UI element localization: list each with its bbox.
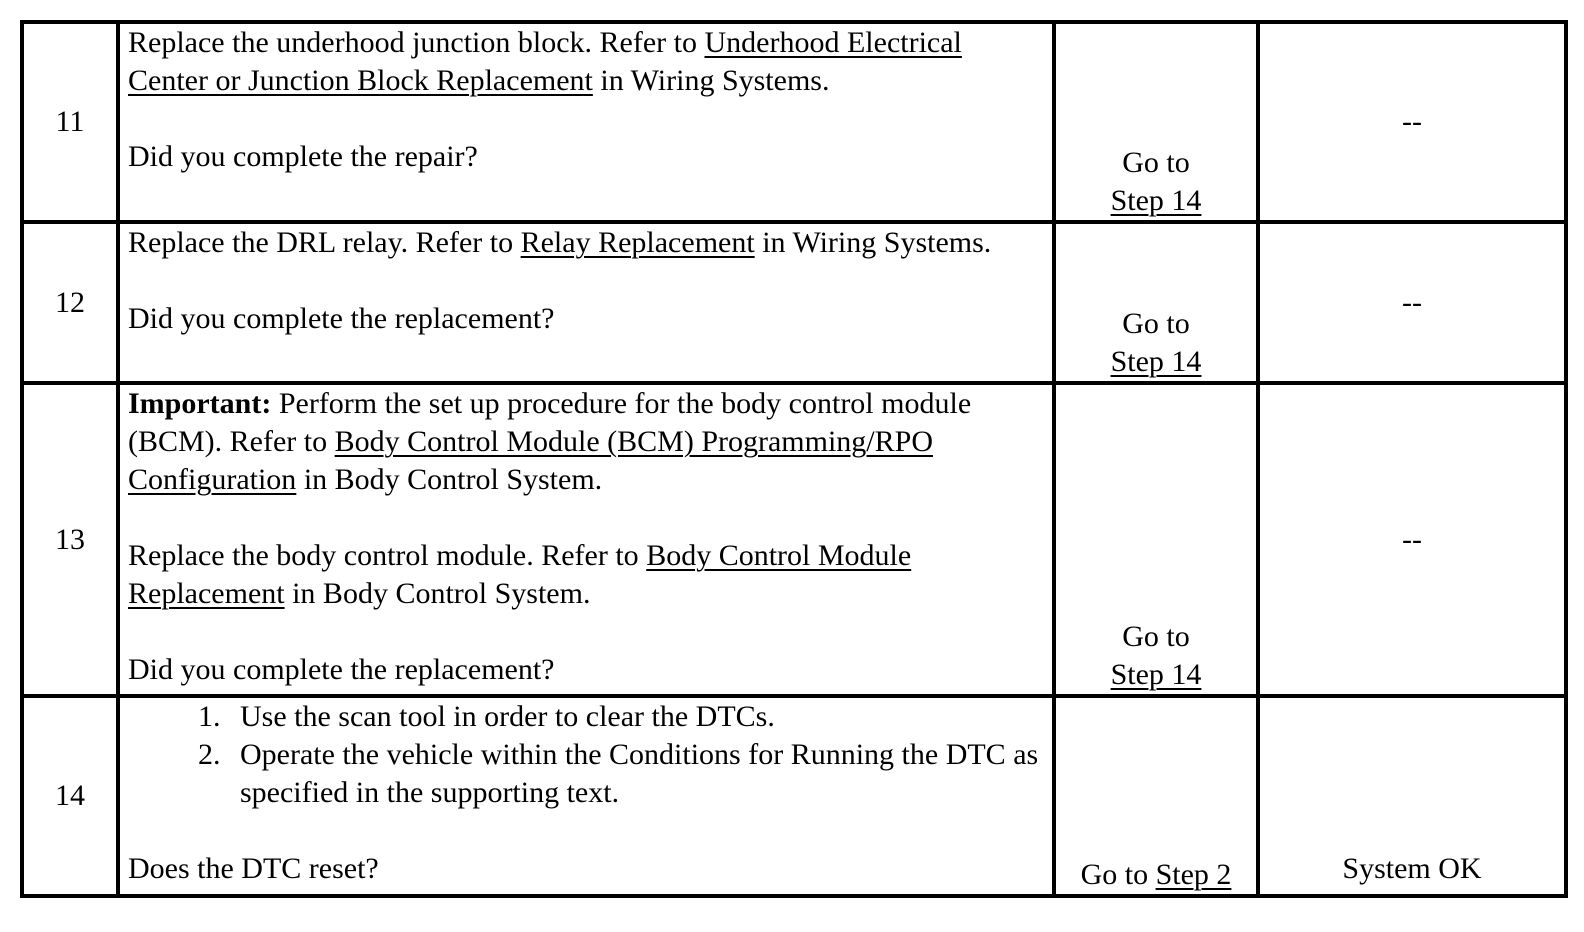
go-to-step-link[interactable]: Step 2	[1155, 858, 1232, 891]
yes-cell: Go to Step 14	[1052, 220, 1260, 385]
step-number: 12	[20, 220, 120, 385]
important-label: Important:	[128, 387, 272, 420]
step-number: 11	[20, 20, 120, 224]
underhood-junction-block-link[interactable]: Underhood Electrical Center or Junction …	[128, 26, 962, 97]
instruction-list: Use the scan tool in order to clear the …	[128, 698, 1044, 812]
action-cell: Use the scan tool in order to clear the …	[116, 694, 1056, 898]
question-text: Did you complete the repair?	[128, 140, 478, 173]
table-row: 12 Replace the DRL relay. Refer to Relay…	[20, 220, 1568, 385]
action-cell: Replace the underhood junction block. Re…	[116, 20, 1056, 224]
table-row: 11 Replace the underhood junction block.…	[20, 20, 1568, 224]
no-cell: --	[1256, 381, 1568, 698]
action-cell: Important: Perform the set up procedure …	[116, 381, 1056, 698]
action-text: Replace the underhood junction block. Re…	[128, 26, 962, 97]
action-text: Replace the DRL relay. Refer to Relay Re…	[128, 226, 992, 259]
table-row: 13 Important: Perform the set up procedu…	[20, 381, 1568, 698]
step-number: 13	[20, 381, 120, 698]
yes-cell: Go to Step 14	[1052, 20, 1260, 224]
no-cell: System OK	[1256, 694, 1568, 898]
yes-cell: Go to Step 14	[1052, 381, 1260, 698]
no-cell: --	[1256, 20, 1568, 224]
go-to-step-link[interactable]: Step 14	[1110, 658, 1202, 691]
action-text: Replace the body control module. Refer t…	[128, 539, 912, 610]
yes-cell: Go to Step 2	[1052, 694, 1260, 898]
no-cell: --	[1256, 220, 1568, 385]
list-item: Use the scan tool in order to clear the …	[228, 698, 1044, 736]
step-number: 14	[20, 694, 120, 898]
list-item: Operate the vehicle within the Condition…	[228, 736, 1044, 812]
question-text: Did you complete the replacement?	[128, 302, 555, 335]
bcm-replacement-link[interactable]: Body Control Module Replacement	[128, 539, 912, 610]
relay-replacement-link[interactable]: Relay Replacement	[520, 226, 755, 259]
go-to-step-link[interactable]: Step 14	[1110, 345, 1202, 378]
important-note: Important: Perform the set up procedure …	[128, 387, 972, 496]
action-cell: Replace the DRL relay. Refer to Relay Re…	[116, 220, 1056, 385]
table-row: 14 Use the scan tool in order to clear t…	[20, 694, 1568, 898]
question-text: Does the DTC reset?	[128, 852, 379, 885]
diagnostic-steps-table: 11 Replace the underhood junction block.…	[20, 20, 1568, 898]
bcm-programming-link[interactable]: Body Control Module (BCM) Programming/RP…	[128, 425, 933, 496]
question-text: Did you complete the replacement?	[128, 653, 555, 686]
go-to-step-link[interactable]: Step 14	[1110, 184, 1202, 217]
